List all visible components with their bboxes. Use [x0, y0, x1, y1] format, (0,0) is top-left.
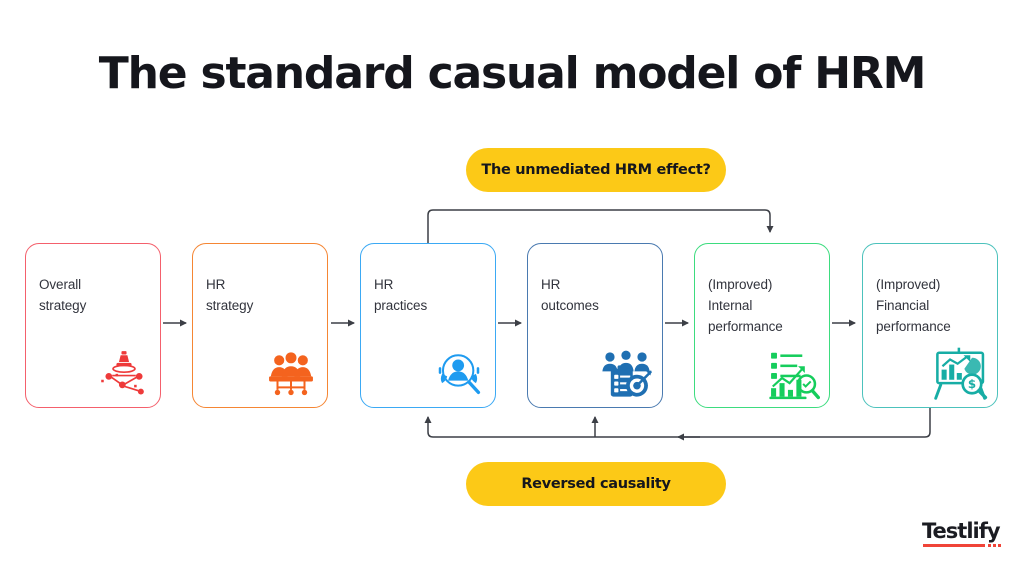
reversed-causality-rail: [424, 408, 931, 438]
people-checklist-target-icon: [602, 350, 652, 397]
strategy-network-icon: [101, 351, 144, 395]
stage-label-line-2: strategy: [39, 298, 87, 313]
annotation-pill-reversed-causality[interactable]: Reversed causality: [466, 462, 726, 506]
stage-label-hr-strategy: HR strategy: [206, 274, 322, 316]
svg-text:$: $: [968, 377, 976, 391]
logo-dot-3: [998, 544, 1001, 547]
stage-label-line-1: (Improved): [876, 277, 941, 292]
stage-label-line-2: Financial: [876, 298, 930, 313]
testlify-logo[interactable]: Testlify: [922, 520, 1008, 554]
annotation-pill-bottom-label: Reversed causality: [521, 476, 671, 492]
team-org-chart-icon: [269, 352, 313, 396]
chart-analysis-icon: [769, 352, 820, 400]
stage-label-line-1: (Improved): [708, 277, 773, 292]
stage-box-financial-performance[interactable]: (Improved) Financial performance $: [862, 243, 998, 408]
logo-underline-accent: [923, 544, 985, 547]
logo-dot-1: [988, 544, 991, 547]
stage-label-line-1: HR: [374, 277, 394, 292]
stage-label-financial-performance: (Improved) Financial performance: [876, 274, 992, 337]
logo-wordmark: Testlify: [922, 519, 1001, 543]
stage-label-internal-performance: (Improved) Internal performance: [708, 274, 824, 337]
logo-dot-2: [993, 544, 996, 547]
stage-label-hr-practices: HR practices: [374, 274, 490, 316]
stage-label-line-3: performance: [876, 319, 951, 334]
stage-label-overall-strategy: Overall strategy: [39, 274, 155, 316]
page-title: The standard casual model of HRM: [98, 48, 927, 99]
financial-presentation-icon: $: [934, 347, 988, 400]
stage-label-line-2: strategy: [206, 298, 254, 313]
stage-label-line-1: HR: [206, 277, 226, 292]
stage-box-hr-practices[interactable]: HR practices: [360, 243, 496, 408]
stage-label-line-1: Overall: [39, 277, 82, 292]
stage-box-hr-outcomes[interactable]: HR outcomes: [527, 243, 663, 408]
stage-label-line-3: performance: [708, 319, 783, 334]
person-search-icon: [438, 354, 481, 395]
stage-label-line-2: outcomes: [541, 298, 599, 313]
stage-box-internal-performance[interactable]: (Improved) Internal performance: [694, 243, 830, 408]
stage-label-line-2: practices: [374, 298, 428, 313]
stage-box-overall-strategy[interactable]: Overall strategy: [25, 243, 161, 408]
stage-box-hr-strategy[interactable]: HR strategy: [192, 243, 328, 408]
annotation-pill-top-label: The unmediated HRM effect?: [481, 162, 711, 178]
stage-label-hr-outcomes: HR outcomes: [541, 274, 657, 316]
stage-label-line-1: HR: [541, 277, 561, 292]
stage-label-line-2: Internal: [708, 298, 753, 313]
arrow-unmediated-hrm-effect: [427, 209, 774, 243]
annotation-pill-unmediated-effect[interactable]: The unmediated HRM effect?: [466, 148, 726, 192]
